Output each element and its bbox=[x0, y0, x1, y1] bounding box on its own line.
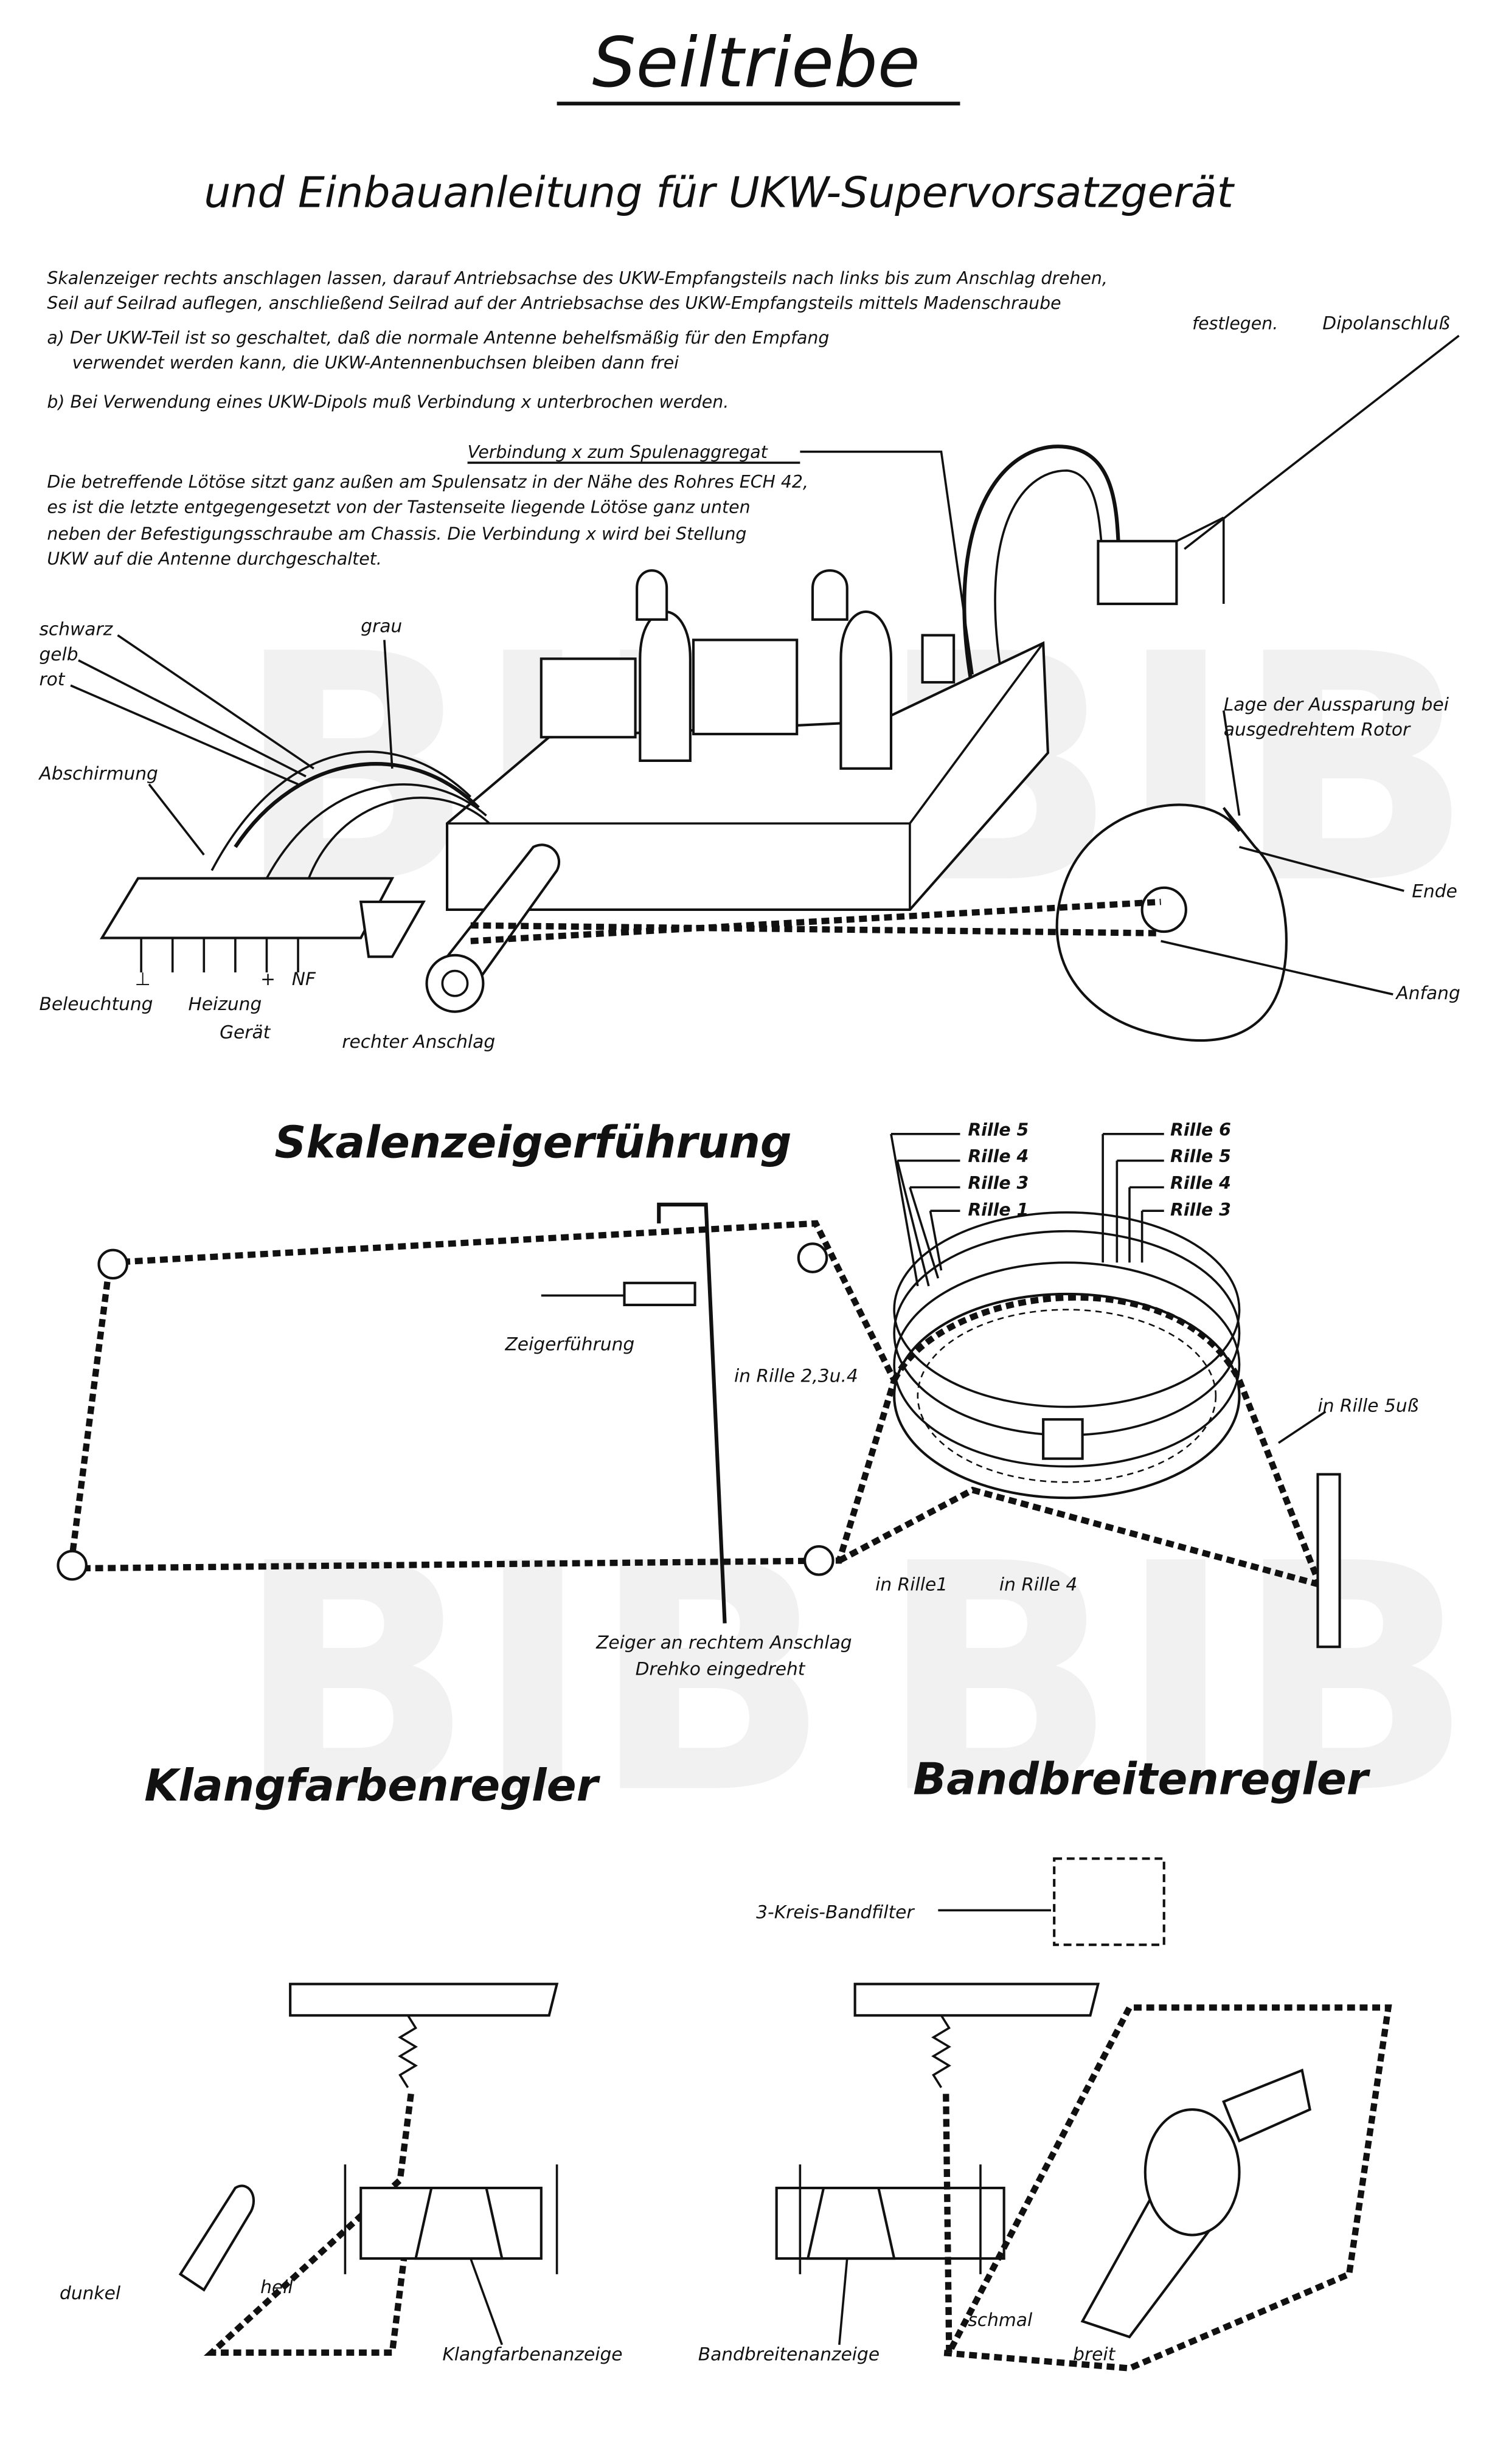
svg-text:a) Der UKW-Teil ist so geschal: a) Der UKW-Teil ist so geschaltet, daß d… bbox=[47, 328, 829, 348]
svg-text:Skalenzeiger rechts anschlagen: Skalenzeiger rechts anschlagen lassen, d… bbox=[47, 268, 1108, 288]
instructions-block: Skalenzeiger rechts anschlagen lassen, d… bbox=[47, 268, 1278, 569]
rille-left-2: Rille 4 bbox=[968, 1146, 1029, 1166]
svg-text:Seil auf Seilrad auflegen, ans: Seil auf Seilrad auflegen, anschließend … bbox=[47, 293, 1061, 313]
svg-text:neben der Befestigungsschraube: neben der Befestigungsschraube am Chassi… bbox=[47, 524, 746, 544]
label-bandbreitenanzeige: Bandbreitenanzeige bbox=[698, 2344, 880, 2365]
label-dunkel: dunkel bbox=[60, 2282, 121, 2303]
label-gelb: gelb bbox=[39, 643, 78, 665]
label-abschirmung: Abschirmung bbox=[38, 763, 158, 784]
regler-drawing bbox=[178, 1857, 1392, 2372]
rille-left-1: Rille 5 bbox=[968, 1120, 1029, 1140]
label-ground: ⊥ bbox=[135, 968, 151, 989]
label-schwarz: schwarz bbox=[39, 618, 113, 640]
label-in-rille-5: in Rille 5uß bbox=[1318, 1394, 1419, 1416]
section-title-klangfarbenregler: Klangfarbenregler bbox=[144, 1760, 600, 1812]
label-anfang: Anfang bbox=[1395, 982, 1460, 1003]
label-lage-1: Lage der Aussparung bei bbox=[1224, 693, 1449, 715]
label-breit: breit bbox=[1073, 2344, 1116, 2365]
svg-text:BIB: BIB bbox=[235, 1497, 830, 1862]
label-in-rille-1: in Rille1 bbox=[875, 1573, 948, 1594]
svg-text:BIB: BIB bbox=[878, 1497, 1473, 1862]
label-geraet: Gerät bbox=[220, 1021, 271, 1042]
label-zeigerfuehrung: Zeigerführung bbox=[504, 1334, 634, 1355]
rille-right-1: Rille 6 bbox=[1170, 1120, 1231, 1140]
label-grau: grau bbox=[361, 615, 402, 636]
rille-right-3: Rille 4 bbox=[1170, 1173, 1231, 1193]
section-title-skalenzeiger: Skalenzeigerführung bbox=[274, 1117, 791, 1168]
label-schmal: schmal bbox=[968, 2309, 1033, 2330]
page-title: Seiltriebe bbox=[592, 22, 920, 103]
page-subtitle: und Einbauanleitung für UKW-Supervorsatz… bbox=[204, 168, 1235, 218]
svg-text:Die betreffende Lötöse sitzt g: Die betreffende Lötöse sitzt ganz außen … bbox=[47, 472, 808, 492]
svg-text:verwendet werden kann, die UKW: verwendet werden kann, die UKW-Antennenb… bbox=[72, 353, 679, 373]
installation-drawing: Dipolanschluß bbox=[70, 313, 1460, 1042]
label-bandfilter: 3-Kreis-Bandfilter bbox=[756, 1901, 915, 1922]
label-plus: + bbox=[260, 968, 276, 989]
label-ende: Ende bbox=[1412, 880, 1457, 901]
connection-heading: Verbindung x zum Spulenaggregat bbox=[468, 442, 768, 462]
label-beleuchtung: Beleuchtung bbox=[39, 993, 153, 1014]
label-hell: hell bbox=[260, 2276, 293, 2297]
label-nf: NF bbox=[292, 968, 316, 989]
rille-right-2: Rille 5 bbox=[1170, 1146, 1231, 1166]
label-rot: rot bbox=[39, 668, 65, 690]
svg-text:festlegen.: festlegen. bbox=[1192, 314, 1278, 334]
label-zeiger-1: Zeiger an rechtem Anschlag bbox=[595, 1632, 852, 1653]
label-heizung: Heizung bbox=[189, 993, 262, 1014]
dial-cord-drawing bbox=[57, 1132, 1341, 1649]
label-lage-2: ausgedrehtem Rotor bbox=[1224, 719, 1411, 740]
rille-left-3: Rille 3 bbox=[968, 1173, 1029, 1193]
label-zeiger-2: Drehko eingedreht bbox=[636, 1658, 806, 1680]
label-in-rille-4: in Rille 4 bbox=[999, 1573, 1077, 1594]
svg-text:es ist die letzte entgegengese: es ist die letzte entgegengesetzt von de… bbox=[47, 497, 750, 517]
rille-left-4: Rille 1 bbox=[968, 1200, 1029, 1220]
svg-text:b) Bei Verwendung eines UKW-Di: b) Bei Verwendung eines UKW-Dipols muß V… bbox=[47, 392, 729, 412]
svg-text:UKW auf die Antenne durchgesch: UKW auf die Antenne durchgeschaltet. bbox=[47, 549, 381, 569]
label-rechter-anschlag: rechter Anschlag bbox=[342, 1031, 495, 1052]
label-in-rille-234: in Rille 2,3u.4 bbox=[734, 1365, 858, 1386]
rille-right-4: Rille 3 bbox=[1170, 1200, 1231, 1220]
section-title-bandbreitenregler: Bandbreitenregler bbox=[913, 1754, 1371, 1805]
label-klangfarbenanzeige: Klangfarbenanzeige bbox=[442, 2344, 622, 2365]
svg-text:Dipolanschluß: Dipolanschluß bbox=[1322, 313, 1450, 334]
